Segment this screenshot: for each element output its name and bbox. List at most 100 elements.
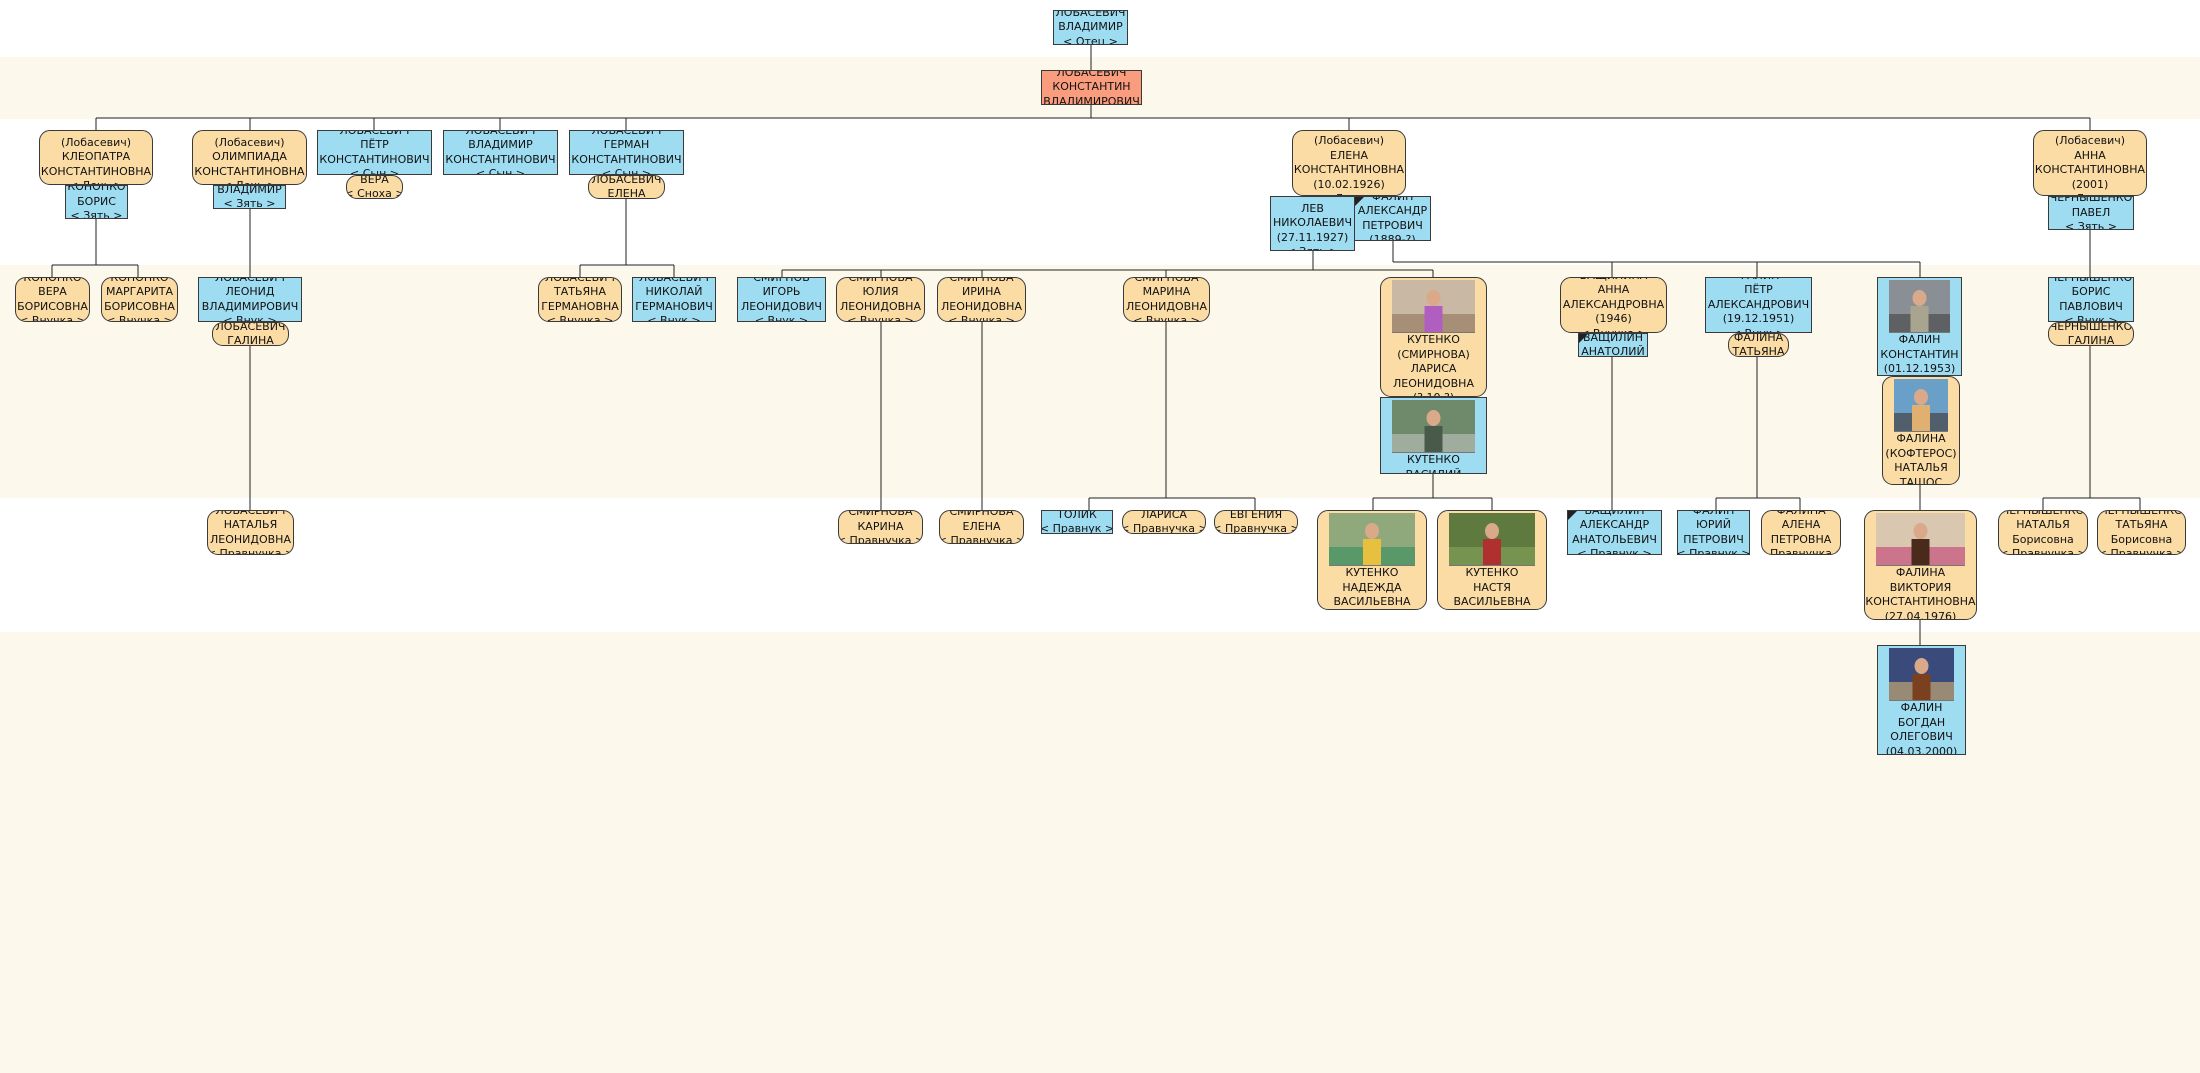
- person-name-line: ТАТЬЯНА: [2115, 518, 2168, 531]
- person-name-line: ВЛАДИМИР: [468, 138, 533, 151]
- person-name-line: КОНСТАНТИНОВИЧ: [445, 152, 556, 166]
- person-name-line: ТОЛИК: [1057, 510, 1097, 521]
- person-photo: [1392, 280, 1475, 333]
- person-evgenia[interactable]: ЕВГЕНИЯ< Правнучка >: [1214, 510, 1298, 534]
- person-name-line: (СМИРНОВА): [1397, 347, 1470, 361]
- person-name-line: ВИКТОРИЯ: [1889, 580, 1952, 594]
- relation-label: < Зять >: [223, 197, 276, 209]
- generation-band: [0, 265, 2200, 498]
- person-name-line: БОГДАН: [1897, 715, 1946, 729]
- person-name-line: ЛЕОНИДОВНА: [941, 299, 1022, 313]
- person-name-line: ПЁТР: [360, 138, 389, 151]
- person-name-line: ПЕТРОВНА: [1770, 532, 1832, 546]
- person-name-line: КЛЕОПАТРА: [61, 150, 131, 164]
- person-name-line: (Лобасевич): [214, 135, 285, 149]
- person-larisa-kutenko[interactable]: КУТЕНКО(СМИРНОВА)ЛАРИСАЛЕОНИДОВНА(?.10.?…: [1380, 277, 1487, 397]
- person-name-line: МАРГАРИТА: [106, 285, 173, 298]
- person-name-line: Борисовна: [2012, 532, 2074, 546]
- person-lev[interactable]: СМИРНОВЛЕВНИКОЛАЕВИЧ(27.11.1927)< Зять >: [1270, 196, 1355, 251]
- relation-label: < Правнучка >: [1122, 522, 1206, 534]
- person-name-line: ЮРИЙ: [1696, 518, 1731, 531]
- person-name-line: ЧЕРНЫШЕНКО: [2049, 131, 2132, 134]
- person-name-line: ТАТЬЯНА: [554, 285, 606, 298]
- person-petr-falin[interactable]: ФАЛИНПЁТРАЛЕКСАНДРОВИЧ(19.12.1951)< Внук…: [1705, 277, 1812, 333]
- person-name-line: ЕЛЕНА: [962, 519, 1001, 533]
- relation-label: < Внучка >: [1580, 327, 1647, 332]
- person-anna-vashchilina[interactable]: ВАЩИЛИНААННААЛЕКСАНДРОВНА(1946)< Внучка …: [1560, 277, 1667, 333]
- relation-label: < Правнучка >: [2097, 547, 2186, 555]
- corner-marker-icon: [1579, 334, 1588, 343]
- relation-label: < Внучка >: [106, 314, 173, 322]
- person-anna-chernyshenko[interactable]: ЧЕРНЫШЕНКО(Лобасевич)АННАКОНСТАНТИНОВНА(…: [2033, 130, 2147, 196]
- person-name-line: КУТЕНКО: [1407, 333, 1460, 346]
- corner-marker-icon: [1568, 511, 1577, 520]
- relation-label: < Правнучка >: [1999, 547, 2087, 555]
- person-name-line: НАТАЛЬЯ: [2016, 518, 2070, 531]
- person-vladimir-zyat[interactable]: ВЛАДИМИР< Зять >: [213, 185, 286, 209]
- person-name-line: ФАЛИН: [1692, 510, 1735, 517]
- person-olimpiada[interactable]: ЛОБАСЕВИЧ(Лобасевич)ОЛИМПИАДАКОНСТАНТИНО…: [192, 130, 307, 185]
- relation-label: < Внук >: [223, 314, 277, 322]
- person-name-line: ЛЕВ: [1301, 201, 1324, 215]
- relation-label: < Правнучка >: [1761, 547, 1841, 555]
- person-name-line: ЛОБАСЕВИЧ: [339, 130, 410, 137]
- person-vera-snokha[interactable]: ВЕРА< Сноха >: [346, 175, 403, 199]
- person-name-line: (10.02.1926): [1313, 177, 1385, 191]
- person-name-line: ПЁТР: [1744, 283, 1773, 297]
- person-name-line: АЛЕКСАНДРОВИЧ: [1707, 297, 1810, 311]
- person-name-line: (04.03.2000): [1885, 744, 1958, 755]
- person-name-line: БОРИС: [77, 194, 116, 208]
- person-name-line: ЛОБАСЕВИЧ: [215, 510, 286, 517]
- person-name-line: (КОФТЕРОС): [1885, 446, 1957, 460]
- person-larisa[interactable]: ЛАРИСА< Правнучка >: [1122, 510, 1206, 534]
- person-tolik[interactable]: ТОЛИК< Правнук >: [1041, 510, 1113, 534]
- generation-band: [0, 632, 2200, 1073]
- person-name-line: (27.11.1927): [1276, 230, 1349, 244]
- person-name-line: (1889-?): [1369, 233, 1416, 241]
- person-name-line: (Лобасевич): [1313, 134, 1385, 147]
- person-kleopatra[interactable]: КОНОПКО(Лобасевич)КЛЕОПАТРАКОНСТАНТИНОВН…: [39, 130, 153, 185]
- person-name-line: НАТАЛЬЯ: [223, 518, 278, 531]
- person-elena-smirnova[interactable]: СМИРНОВА(Лобасевич)ЕЛЕНАКОНСТАНТИНОВНА(1…: [1292, 130, 1406, 196]
- relation-label: < Отец >: [1063, 34, 1118, 45]
- relation-label: < Правнук >: [1041, 522, 1113, 534]
